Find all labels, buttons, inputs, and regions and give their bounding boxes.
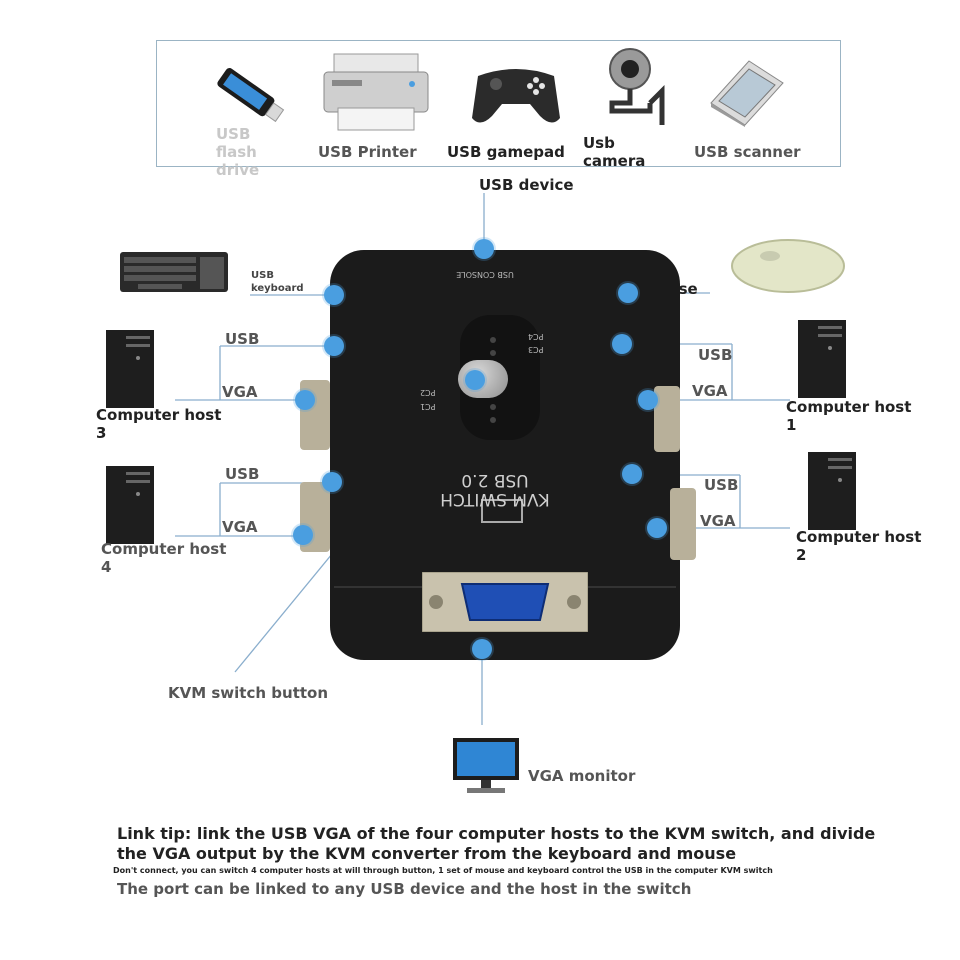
printer-icon [320,52,432,134]
host2-usb-label: USB [704,476,739,494]
vga-port-right-top [654,386,680,452]
kvm-title-line2: KVM SWITCH [440,489,550,509]
computer-host-1-label: Computer host 1 [786,398,912,434]
host3-vga-label: VGA [222,383,258,401]
mouse-icon [730,232,846,296]
pc2-label: PC2 [420,388,436,397]
usb-devices-frame [156,40,841,167]
computer-host-4-label: Computer host 4 [101,540,227,576]
host4-vga-label: VGA [222,518,258,536]
host3-vga-dot [295,390,315,410]
usb-keyboard-label: USB keyboard [251,270,304,294]
computer-host-3-icon [104,328,156,410]
host1-usb-label: USB [698,346,733,364]
vga-output-port [422,572,588,632]
usb-gamepad-label: USB gamepad [447,143,565,161]
webcam-icon [600,45,670,130]
host4-usb-label: USB [225,465,260,483]
link-tip-small: Don't connect, you can switch 4 computer… [113,866,773,875]
computer-host-4-icon [104,464,156,546]
usb-flash-drive-icon [210,60,290,130]
link-tip-line2: the VGA output by the KVM converter from… [117,844,737,863]
computer-host-1-icon [796,318,848,400]
host3-usb-dot [324,336,344,356]
switch-button-dot [465,370,485,390]
pc1-label: PC1 [420,402,436,411]
host1-vga-dot [638,390,658,410]
host2-usb-dot [622,464,642,484]
usb-mouse-dot [618,283,638,303]
computer-host-3-label: Computer host 3 [96,406,222,442]
host2-vga-dot [647,518,667,538]
usb-keyboard-dot [324,285,344,305]
host3-usb-label: USB [225,330,260,348]
link-tip-line3: The port can be linked to any USB device… [117,880,692,898]
link-tip-line1: Link tip: link the USB VGA of the four c… [117,824,876,843]
host1-vga-label: VGA [692,382,728,400]
host4-vga-dot [293,525,313,545]
kvm-switch-title: KVM SWITCH USB 2.0 [400,470,590,509]
monitor-icon [451,736,521,798]
pc4-label: PC4 [528,332,544,341]
host1-usb-dot [612,334,632,354]
usb-scanner-label: USB scanner [694,143,801,161]
vga-monitor-label: VGA monitor [528,767,636,785]
usb-camera-label: Usb camera [583,134,646,170]
kvm-title-line1: USB 2.0 [461,470,529,490]
computer-host-2-label: Computer host 2 [796,528,922,564]
host2-vga-label: VGA [700,512,736,530]
pc3-label: PC3 [528,345,544,354]
scanner-icon [705,55,785,127]
led-indicators [488,335,498,425]
kvm-switch-button-label: KVM switch button [168,684,329,702]
vga-output-dot [472,639,492,659]
usb-console-label: USB CONSOLE [456,270,514,279]
usb-device-label: USB device [479,176,574,194]
gamepad-icon [470,60,562,130]
usb-printer-label: USB Printer [318,143,417,161]
keyboard-icon [120,252,228,292]
vga-port-right-bottom [670,488,696,560]
host4-usb-dot [322,472,342,492]
usb-flash-drive-label: USB flash drive [216,125,260,179]
computer-host-2-icon [806,450,858,532]
usb-device-dot [474,239,494,259]
